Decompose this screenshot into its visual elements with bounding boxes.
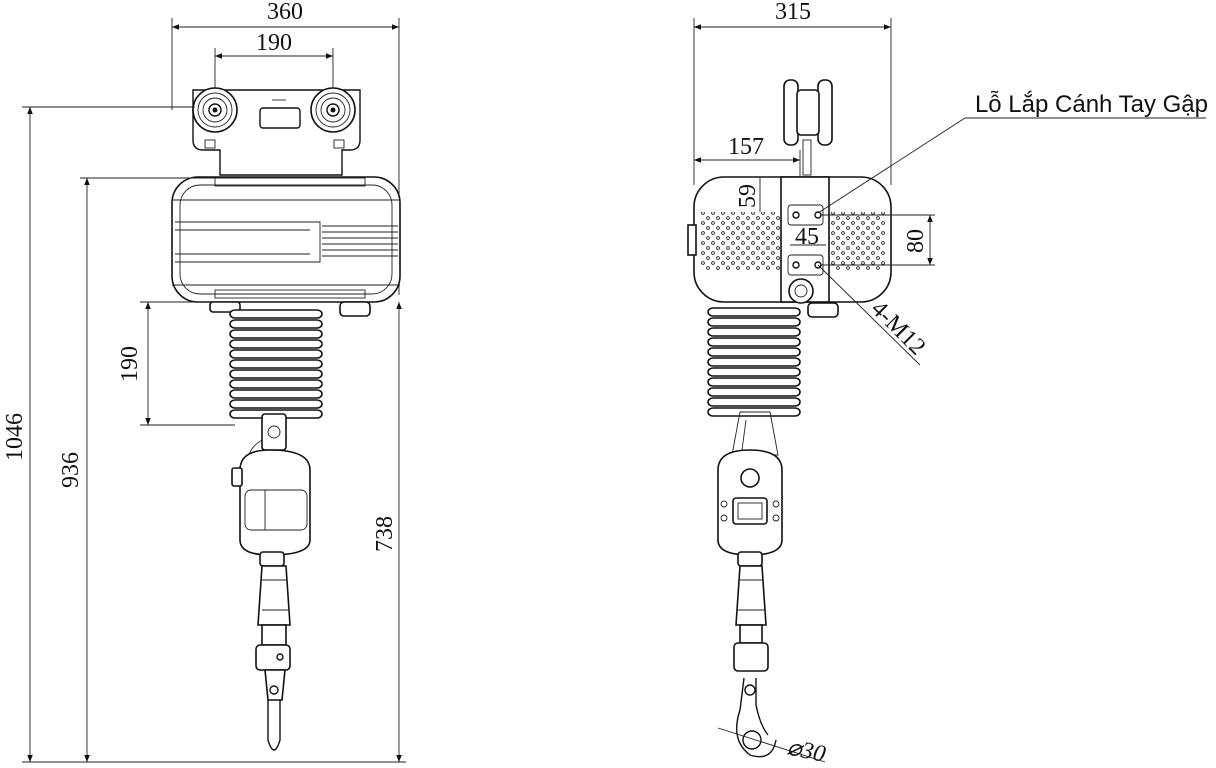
mount-hole-label: Lỗ Lắp Cánh Tay Gập: [975, 91, 1208, 118]
dim-plate-top-label: 59: [735, 184, 761, 208]
dim-width-label: 360: [267, 0, 303, 25]
dim-coil-height-label: 190: [117, 346, 143, 382]
trolley-plate: [192, 89, 361, 176]
coil-cable-side: [707, 307, 801, 417]
dim-center-offset: 157: [694, 134, 801, 185]
coil-turn: [229, 339, 323, 349]
coil-turn: [707, 367, 801, 377]
dim-depth-label: 315: [775, 0, 811, 25]
coil-turn: [229, 379, 323, 389]
dim-hole-spacing-v: 80: [820, 214, 935, 266]
coil-turn: [707, 317, 801, 327]
vent-grille: [322, 225, 398, 257]
coil-turn: [707, 327, 801, 337]
dim-plate-top: 59: [735, 177, 761, 212]
handle-assembly-side: [717, 411, 783, 758]
front-view: 360 190: [2, 0, 406, 763]
coil-turn: [229, 389, 323, 399]
coil-cable-front: [229, 309, 323, 419]
hoist-housing-side: [687, 176, 892, 318]
hook-diameter-label: ⌀30: [785, 734, 828, 767]
coil-turn: [229, 359, 323, 369]
coil-turn: [229, 369, 323, 379]
coil-turn: [707, 347, 801, 357]
coil-turn: [707, 337, 801, 347]
coil-turn: [707, 377, 801, 387]
bolt-spec-label: 4-M12: [866, 296, 931, 361]
dim-center-offset-label: 157: [728, 134, 764, 160]
handle-assembly-front: [231, 413, 311, 751]
coil-turn: [707, 397, 801, 407]
dim-body-to-hook: 936: [58, 177, 240, 762]
mount-hole-leader: Lỗ Lắp Cánh Tay Gập: [817, 91, 1208, 214]
coil-turn: [229, 329, 323, 339]
trolley-wheel-right: [310, 87, 356, 133]
side-view: 315 157: [687, 0, 1208, 768]
dim-body-to-hook-label: 936: [58, 452, 84, 488]
coil-turn: [229, 319, 323, 329]
dim-wheel-spacing-label: 190: [256, 30, 292, 56]
coil-turn: [707, 307, 801, 317]
trolley-wheel-left: [192, 87, 238, 133]
coil-turn: [707, 387, 801, 397]
trolley-wheel-side: [783, 79, 833, 176]
dim-hole-spacing-h: 45: [790, 224, 826, 250]
dim-total-height: 1046: [2, 106, 195, 762]
dim-wheel-spacing: 190: [214, 30, 334, 95]
dim-width-front: 360: [171, 0, 400, 295]
dim-hole-spacing-h-label: 45: [795, 224, 819, 250]
dim-coil-height: 190: [117, 301, 235, 426]
coil-turn: [229, 349, 323, 359]
dim-lower-height: 738: [372, 302, 402, 762]
coil-turn: [229, 399, 323, 409]
coil-turn: [707, 357, 801, 367]
dim-lower-height-label: 738: [372, 516, 398, 552]
dim-hole-spacing-v-label: 80: [903, 229, 929, 253]
coil-turn: [229, 309, 323, 319]
dim-total-height-label: 1046: [2, 413, 28, 461]
hoist-housing-front: [171, 176, 401, 317]
